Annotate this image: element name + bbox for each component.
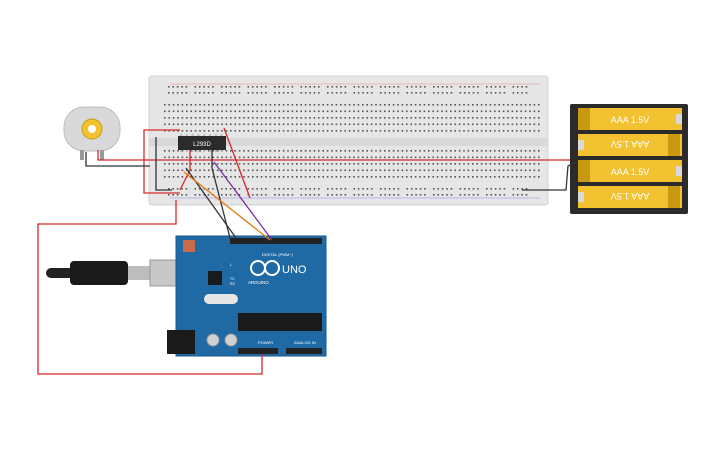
- analog-header-label: ANALOG IN: [294, 340, 316, 345]
- battery-cell: AAA 1.5V: [578, 160, 682, 182]
- arduino-uno[interactable]: UNO ARDUINO DIGITAL (PWM~) POWER ANALOG …: [46, 235, 327, 357]
- atmega-chip: [238, 313, 322, 331]
- breadboard[interactable]: [148, 75, 549, 206]
- wire-orange: [183, 171, 271, 241]
- board-label: UNO: [282, 264, 307, 276]
- wire-black-battery: [522, 161, 577, 191]
- analog-header-pins: [286, 348, 322, 354]
- digital-header: [230, 238, 322, 244]
- breadboard-holes: [164, 86, 540, 196]
- digital-header-label: DIGITAL (PWM~): [262, 252, 294, 257]
- battery-cell: AAA 1.5V: [578, 108, 682, 130]
- wire-red-motor: [97, 150, 570, 161]
- wire-purple: [213, 161, 273, 241]
- tx-label: TX: [230, 277, 235, 281]
- rx-label: RX: [230, 282, 236, 286]
- battery-cell: AAA 1.5V: [578, 186, 682, 208]
- arduino-logo: [250, 260, 280, 276]
- wires: [37, 127, 577, 375]
- power-jack: [167, 330, 195, 354]
- chip-label: L293D: [193, 142, 211, 148]
- battery-pack[interactable]: AAA 1.5V AAA 1.5V AAA 1.5V AAA 1.5V: [570, 104, 688, 214]
- wire-black-a: [211, 150, 231, 239]
- battery-cell-label: AAA 1.5V: [611, 191, 650, 201]
- wire-black-loop: [155, 137, 172, 191]
- brand-label: ARDUINO: [248, 280, 269, 285]
- battery-cell-label: AAA 1.5V: [611, 167, 650, 177]
- dc-motor[interactable]: [63, 106, 121, 160]
- wire-red-diag: [223, 127, 251, 199]
- power-header-label: POWER: [258, 340, 273, 345]
- reset-button[interactable]: [183, 240, 195, 252]
- usb-cable: [46, 259, 181, 287]
- power-header-pins: [238, 348, 278, 354]
- battery-cell-label: AAA 1.5V: [611, 139, 650, 149]
- battery-cell: AAA 1.5V: [578, 134, 682, 156]
- wire-red-chip: [179, 150, 191, 191]
- wire-black-motor: [85, 152, 150, 167]
- motor-driver-chip[interactable]: L293D: [178, 134, 226, 152]
- wire-red-left-loop: [143, 129, 180, 194]
- l-label: L: [230, 263, 232, 267]
- wire-red-5v: [37, 200, 263, 375]
- battery-cell-label: AAA 1.5V: [611, 115, 650, 125]
